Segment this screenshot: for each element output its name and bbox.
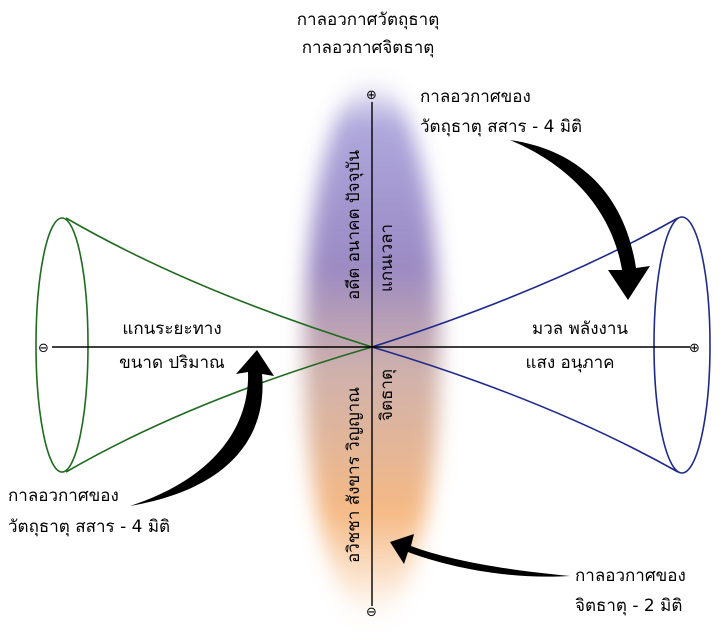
title-line-1: กาลอวกาศวัตถุธาตุ: [297, 10, 439, 30]
axis-top-plus-symbol: ⊕: [366, 88, 377, 103]
magnitude-label: ขนาด ปริมาณ: [119, 353, 225, 373]
axis-left-minus-symbol: ⊖: [38, 341, 49, 356]
distance-axis-label: แกนระยะทาง: [122, 319, 221, 339]
callout-bottom-left-line-1: กาลอวกาศของ: [8, 486, 119, 506]
callout-top-right-arrow: [510, 140, 650, 300]
axis-bottom-minus-symbol: ⊖: [366, 605, 377, 620]
right-cone-rim: [653, 216, 711, 474]
mind-values-label: อวิชชา สังขาร วิญญาณ: [344, 387, 364, 563]
callout-bottom-left-line-2: วัตถุธาตุ สสาร - 4 มิติ: [8, 517, 170, 537]
mass-energy-label: มวล พลังงาน: [532, 319, 628, 339]
left-cone-lower-edge: [65, 346, 373, 473]
time-values-label: อดีต อนาคต ปัจจุบัน: [344, 150, 364, 300]
left-cone-upper-edge: [65, 217, 373, 348]
callout-bottom-right-line-1: กาลอวกาศของ: [575, 566, 686, 586]
left-cone-rim: [35, 217, 89, 473]
callout-bottom-right-line-2: จิตธาตุ - 2 มิติ: [575, 596, 682, 616]
callout-bottom-left-arrow: [130, 350, 274, 506]
light-particle-label: แสง อนุภาค: [526, 353, 615, 373]
mind-axis-label: จิตธาตุ: [377, 369, 397, 421]
axis-right-plus-symbol: ⊕: [689, 341, 700, 356]
callout-top-right-line-1: กาลอวกาศของ: [420, 87, 531, 107]
right-cone-upper-edge: [371, 217, 679, 348]
title-line-2: กาลอวกาศจิตธาตุ: [302, 38, 435, 58]
time-axis-label: แกนเวลา: [377, 224, 397, 292]
right-cone-lower-edge: [371, 346, 679, 473]
callout-bottom-right-arrow: [390, 534, 570, 577]
right-cone: [371, 216, 711, 474]
left-cone: [35, 217, 373, 473]
callout-top-right-line-2: วัตถุธาตุ สสาร - 4 มิติ: [420, 117, 582, 137]
